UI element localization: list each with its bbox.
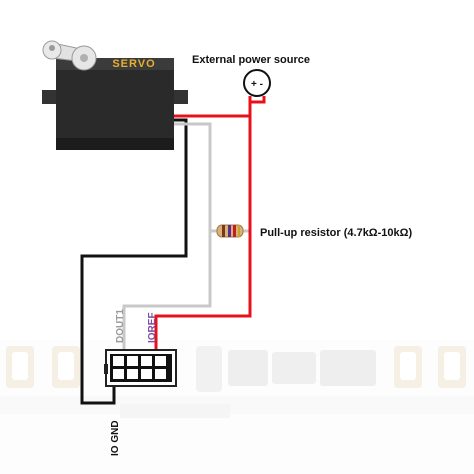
servo-motor: SERVO [42, 40, 188, 150]
pin-slot [127, 356, 138, 366]
ioref-wire [154, 96, 266, 352]
header-connector [104, 349, 177, 387]
signal-wire [122, 122, 212, 352]
servo-body [56, 58, 174, 150]
pin-slot [113, 369, 124, 379]
ioref-label: IOREF [147, 312, 158, 343]
pin-slot [141, 356, 152, 366]
dout1-label: DOUT1 [115, 309, 126, 343]
resistor-label: Pull-up resistor (4.7kΩ-10kΩ) [260, 227, 412, 239]
io-gnd-label: IO GND [110, 420, 121, 456]
board-background [0, 340, 474, 474]
servo-label: SERVO [112, 58, 155, 70]
ground-wire [80, 118, 188, 405]
pin-slot [141, 369, 152, 379]
pin-slot [127, 369, 138, 379]
power-source-symbol: + - [251, 79, 263, 90]
pin-slot [113, 356, 124, 366]
pin-slot [155, 369, 166, 379]
servo-horn [42, 40, 97, 71]
power-source-circle [243, 69, 271, 97]
power-source-label: External power source [192, 54, 310, 66]
pull-up-resistor: Pull-up resistor (4.7kΩ-10kΩ) [216, 224, 412, 239]
pin-slot [155, 356, 166, 366]
power-source: + - External power source [192, 54, 310, 97]
